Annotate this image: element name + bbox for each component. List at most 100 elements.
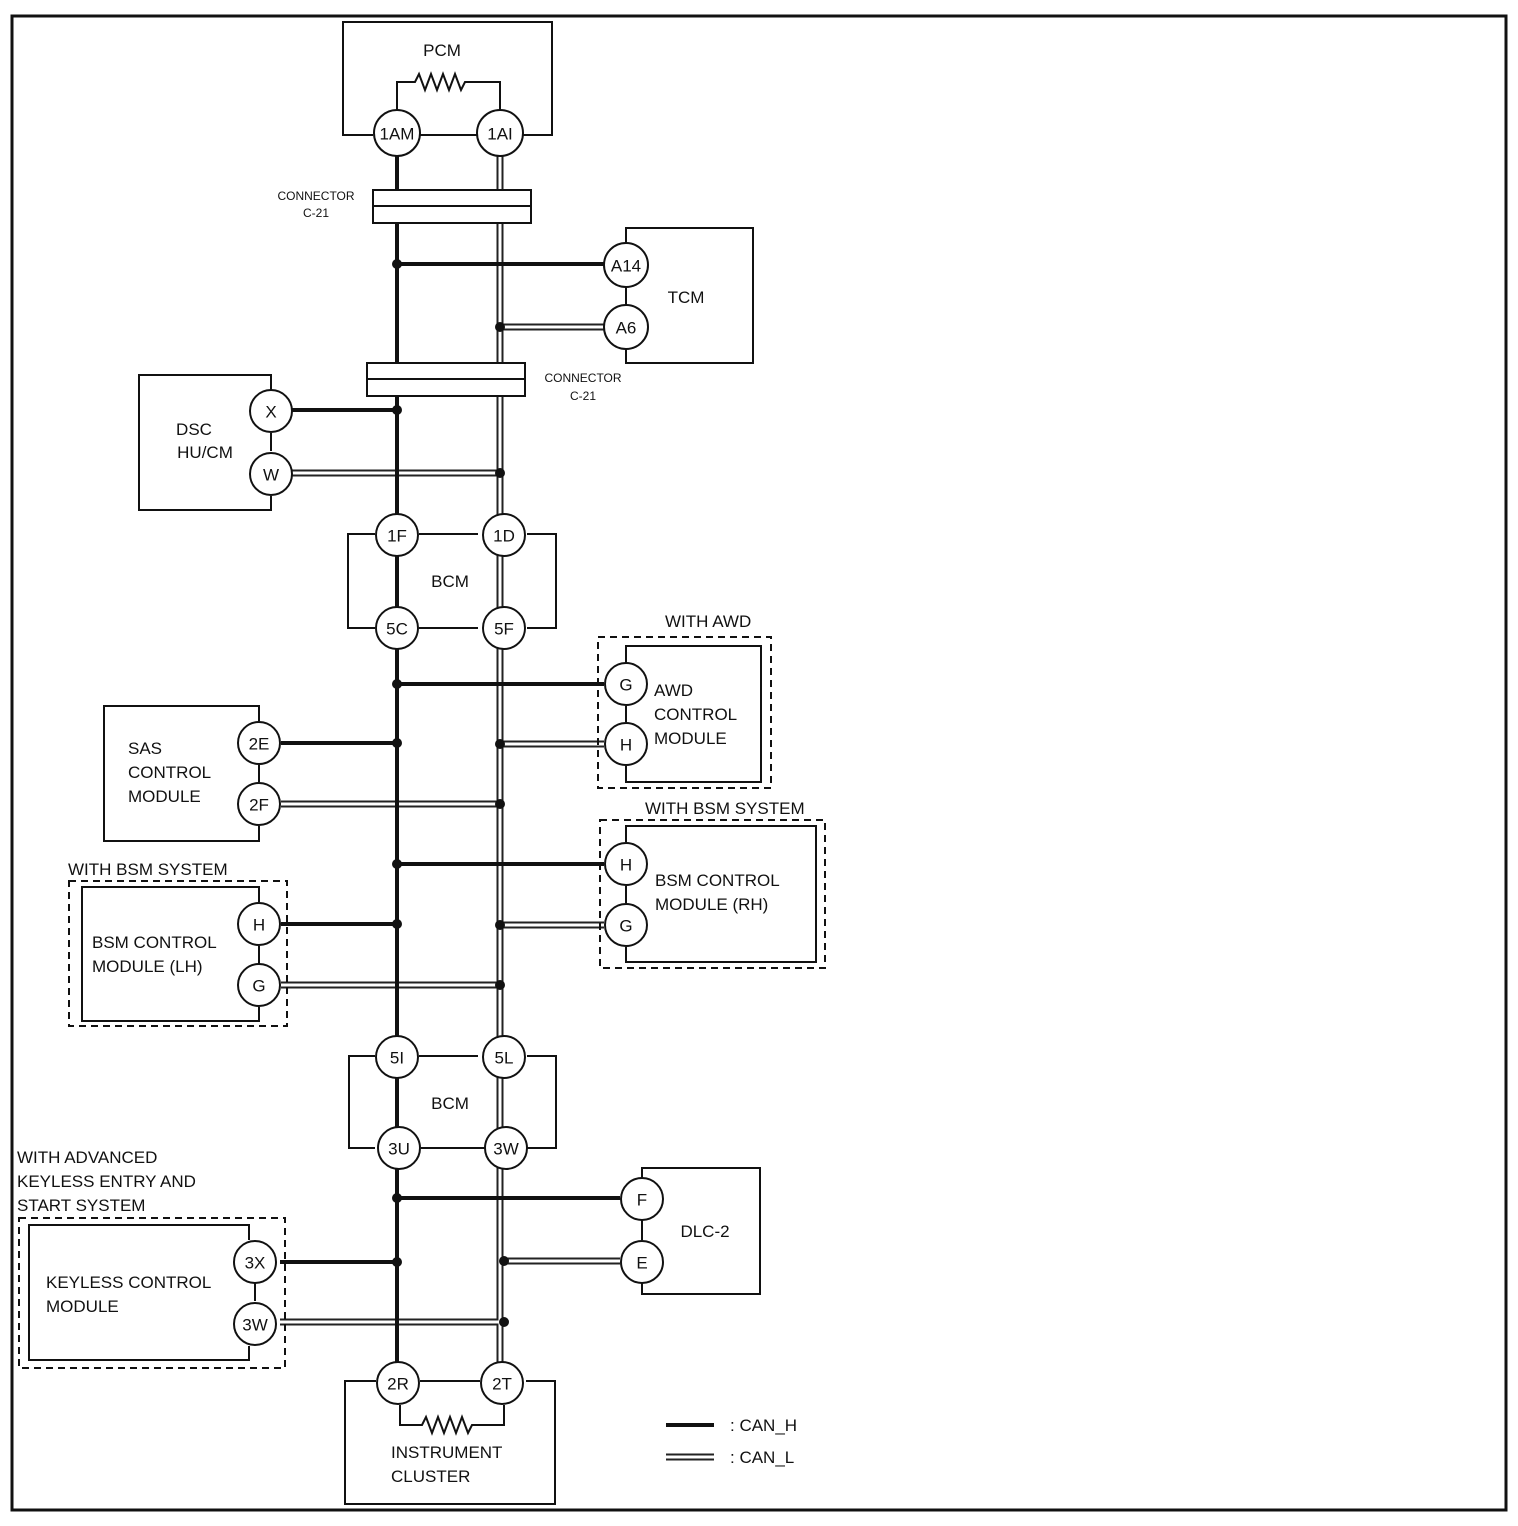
pin-awd-can-l: H xyxy=(604,722,648,766)
dlc-label: DLC-2 xyxy=(680,1222,729,1241)
dsc-label-line1: DSC xyxy=(176,420,212,439)
pin-dsc-can-l: W xyxy=(249,452,293,496)
sas-module: SAS CONTROL MODULE xyxy=(103,705,260,842)
bsm-lh-option-label: WITH BSM SYSTEM xyxy=(68,860,228,879)
bsm-lh-option-box xyxy=(68,880,288,1027)
pin-bcm-lower-in-can-h: 5I xyxy=(375,1035,419,1079)
keyless-option-label-line1: WITH ADVANCED xyxy=(17,1148,157,1167)
sas-label-line1: SAS xyxy=(128,739,162,758)
pin-ic-can-h: 2R xyxy=(376,1361,420,1405)
svg-text:G: G xyxy=(619,676,632,695)
pin-bsm-rh-can-h: H xyxy=(604,842,648,886)
svg-text:3W: 3W xyxy=(242,1316,268,1335)
pin-sas-can-h: 2E xyxy=(237,721,281,765)
legend: : CAN_H : CAN_L xyxy=(730,1416,797,1467)
pin-keyless-can-h: 3X xyxy=(233,1240,277,1284)
pcm-terminating-resistor xyxy=(396,71,501,112)
awd-option-label: WITH AWD xyxy=(665,612,751,631)
svg-text:1D: 1D xyxy=(493,527,515,546)
pin-tcm-can-h: A14 xyxy=(603,242,649,288)
svg-text:W: W xyxy=(263,466,279,485)
ic-label-line1: INSTRUMENT xyxy=(391,1443,502,1462)
pin-dlc-can-h: F xyxy=(620,1177,664,1221)
bsm-lh-label-line2: MODULE (LH) xyxy=(92,957,203,976)
connector-c21-lower-id: C-21 xyxy=(570,389,596,403)
awd-label-line3: MODULE xyxy=(654,729,727,748)
instrument-cluster-module: INSTRUMENT CLUSTER xyxy=(344,1380,556,1505)
bsm-lh-module: WITH BSM SYSTEM BSM CONTROL MODULE (LH) xyxy=(68,860,288,1027)
bsm-rh-label-line2: MODULE (RH) xyxy=(655,895,768,914)
bcm-lower-module: BCM xyxy=(348,1055,557,1149)
pin-bsm-rh-can-l: G xyxy=(604,903,648,947)
pin-bsm-lh-can-h: H xyxy=(237,902,281,946)
pcm-module: PCM xyxy=(342,21,553,136)
keyless-module: WITH ADVANCED KEYLESS ENTRY AND START SY… xyxy=(17,1148,286,1369)
connector-c21-upper-id: C-21 xyxy=(303,206,329,220)
svg-text:1AI: 1AI xyxy=(487,125,513,144)
bcm-lower-label: BCM xyxy=(431,1094,469,1113)
svg-text:3U: 3U xyxy=(388,1140,410,1159)
bsm-rh-module: WITH BSM SYSTEM BSM CONTROL MODULE (RH) xyxy=(599,799,826,969)
svg-text:G: G xyxy=(619,917,632,936)
svg-text:2F: 2F xyxy=(249,796,269,815)
bcm-upper-module: BCM xyxy=(347,533,557,629)
bsm-rh-label-line1: BSM CONTROL xyxy=(655,871,780,890)
connector-c21-lower: CONNECTOR C-21 xyxy=(366,362,622,403)
sas-label-line2: CONTROL xyxy=(128,763,211,782)
pin-pcm-can-h: 1AM xyxy=(373,109,421,157)
svg-text:3X: 3X xyxy=(245,1254,266,1273)
splice-points xyxy=(392,259,509,1327)
dsc-module: DSC HU/CM xyxy=(138,374,272,511)
bsm-rh-option-label: WITH BSM SYSTEM xyxy=(645,799,805,818)
pin-keyless-can-l: 3W xyxy=(233,1302,277,1346)
awd-label-line1: AWD xyxy=(654,681,693,700)
legend-can-l-label: : CAN_L xyxy=(730,1448,794,1467)
keyless-option-label-line2: KEYLESS ENTRY AND xyxy=(17,1172,196,1191)
bcm-upper-label: BCM xyxy=(431,572,469,591)
svg-text:H: H xyxy=(620,856,632,875)
pin-bcm-lower-in-can-l: 5L xyxy=(482,1035,526,1079)
pin-bcm-lower-out-can-l: 3W xyxy=(484,1126,528,1170)
can-h-wiring xyxy=(280,152,714,1427)
svg-text:H: H xyxy=(253,916,265,935)
connector-c21-upper: CONNECTOR C-21 xyxy=(277,189,532,224)
svg-text:2E: 2E xyxy=(249,735,270,754)
svg-text:A14: A14 xyxy=(611,257,641,276)
diagram-frame xyxy=(10,14,1508,1512)
tcm-module: TCM xyxy=(625,227,754,364)
pcm-label: PCM xyxy=(423,41,461,60)
pin-ic-can-l: 2T xyxy=(480,1361,524,1405)
bsm-rh-option-box xyxy=(599,819,826,969)
pin-bcm-upper-in-can-l: 1D xyxy=(482,513,526,557)
svg-text:A6: A6 xyxy=(616,319,637,338)
legend-can-h-label: : CAN_H xyxy=(730,1416,797,1435)
awd-option-box xyxy=(597,636,772,789)
awd-module: WITH AWD AWD CONTROL MODULE xyxy=(597,612,772,789)
ic-terminating-resistor xyxy=(399,1405,505,1436)
pin-bcm-upper-in-can-h: 1F xyxy=(375,513,419,557)
pin-bsm-lh-can-l: G xyxy=(237,963,281,1007)
connector-c21-lower-label: CONNECTOR xyxy=(544,371,621,385)
svg-text:E: E xyxy=(636,1254,647,1273)
svg-text:G: G xyxy=(252,977,265,996)
pin-bcm-upper-out-can-h: 5C xyxy=(375,606,419,650)
tcm-label: TCM xyxy=(668,288,705,307)
svg-text:5F: 5F xyxy=(494,620,514,639)
svg-text:H: H xyxy=(620,736,632,755)
keyless-option-label-line3: START SYSTEM xyxy=(17,1196,145,1215)
svg-text:1AM: 1AM xyxy=(380,125,415,144)
ic-label-line2: CLUSTER xyxy=(391,1467,470,1486)
pin-pcm-can-l: 1AI xyxy=(476,109,524,157)
svg-text:5I: 5I xyxy=(390,1049,404,1068)
dsc-label-line2: HU/CM xyxy=(177,443,233,462)
pin-dlc-can-l: E xyxy=(620,1240,664,1284)
pin-dsc-can-h: X xyxy=(249,389,293,433)
svg-text:3W: 3W xyxy=(493,1140,519,1159)
svg-text:5L: 5L xyxy=(495,1049,514,1068)
dlc-module: DLC-2 xyxy=(641,1167,761,1295)
svg-text:5C: 5C xyxy=(386,620,408,639)
connector-c21-upper-label: CONNECTOR xyxy=(277,189,354,203)
pin-tcm-can-l: A6 xyxy=(603,304,649,350)
svg-text:2T: 2T xyxy=(492,1375,512,1394)
